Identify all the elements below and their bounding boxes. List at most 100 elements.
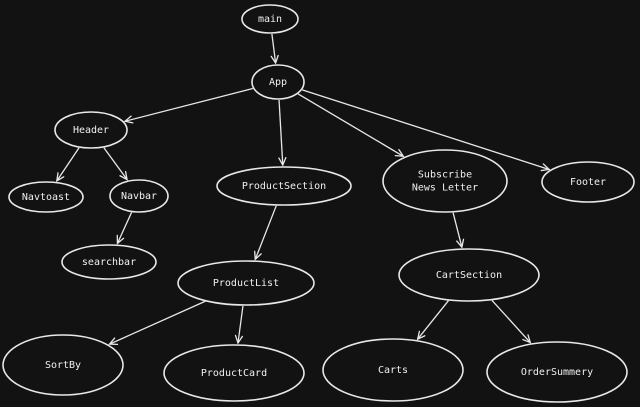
node-ellipse [54, 111, 128, 149]
node-ellipse [382, 149, 508, 213]
edge-line [278, 99, 284, 166]
node-ellipse [322, 338, 464, 402]
node-label: main [258, 14, 282, 25]
edge-app-to-productsection [278, 99, 287, 167]
arrow-head-icon [416, 330, 426, 341]
node-label-line: App [269, 77, 287, 88]
node-label-line: ProductList [213, 278, 279, 289]
node-ellipse [8, 181, 84, 213]
node-ellipse [109, 179, 169, 213]
edge-productlist-to-productcard [234, 305, 244, 345]
node-label-line: CartSection [436, 270, 502, 281]
node-label: ProductSection [242, 181, 326, 192]
node-label-line: Header [73, 125, 109, 136]
node-label-line: ProductSection [242, 181, 326, 192]
arrow-head-icon [123, 115, 134, 124]
node-label: ProductCard [201, 368, 267, 379]
node-label-line: News Letter [412, 182, 478, 193]
node-label: CartSection [436, 270, 502, 281]
arrow-head-icon [522, 334, 532, 344]
edge-line [491, 299, 531, 343]
node-label: App [269, 77, 287, 88]
node-ellipse [216, 166, 352, 206]
node-carts: Carts [322, 338, 464, 402]
node-ordersummery: OrderSummery [486, 341, 628, 403]
edge-line [297, 93, 404, 157]
node-header: Header [54, 111, 128, 149]
node-label: Footer [570, 177, 606, 188]
node-label-line: Subscribe [418, 169, 472, 180]
node-searchbar: searchbar [61, 244, 157, 280]
node-label: Navtoast [22, 192, 70, 203]
arrow-head-icon [234, 334, 244, 345]
node-label-line: ProductCard [201, 368, 267, 379]
edge-line [271, 33, 277, 64]
node-cartsection: CartSection [398, 248, 540, 302]
edge-header-to-navbar [103, 147, 128, 181]
edge-line [237, 305, 244, 344]
edge-cartsection-to-ordersummery [491, 299, 532, 344]
edge-line [109, 300, 206, 345]
node-ellipse [251, 64, 305, 100]
edge-line [302, 89, 550, 171]
node-app: App [251, 64, 305, 100]
edge-line [116, 212, 133, 244]
node-main: main [241, 4, 299, 34]
node-ellipse [541, 161, 635, 203]
edge-main-to-app [270, 33, 279, 65]
edge-line [254, 205, 277, 260]
node-label-line: SortBy [45, 360, 81, 371]
node-label-line: main [258, 14, 282, 25]
node-productcard: ProductCard [163, 344, 305, 402]
node-label-line: searchbar [82, 257, 136, 268]
node-label: OrderSummery [521, 367, 593, 378]
edge-subscribe-to-cartsection [452, 212, 465, 249]
node-label-line: Navtoast [22, 192, 70, 203]
node-ellipse [177, 260, 315, 306]
node-label: ProductList [213, 278, 279, 289]
edge-productlist-to-sortby [108, 300, 206, 346]
node-label: Header [73, 125, 109, 136]
arrow-head-icon [456, 238, 465, 249]
edges-layer [56, 33, 551, 346]
node-ellipse [2, 334, 124, 396]
node-ellipse [486, 341, 628, 403]
edge-navbar-to-searchbar [116, 212, 133, 245]
arrow-head-icon [119, 171, 128, 181]
edge-app-to-subscribe [297, 93, 405, 158]
arrow-head-icon [254, 250, 262, 261]
edge-line [124, 87, 253, 122]
arrow-head-icon [108, 337, 119, 346]
node-productlist: ProductList [177, 260, 315, 306]
arrow-head-icon [394, 148, 405, 158]
edge-cartsection-to-carts [416, 300, 449, 341]
edge-app-to-header [123, 87, 253, 124]
node-footer: Footer [541, 161, 635, 203]
node-label: SortBy [45, 360, 81, 371]
node-productsection: ProductSection [216, 166, 352, 206]
node-label-line: OrderSummery [521, 367, 593, 378]
arrow-head-icon [116, 234, 125, 245]
edge-line [103, 147, 128, 180]
node-navtoast: Navtoast [8, 181, 84, 213]
edge-line [452, 212, 463, 248]
edge-productsection-to-productlist [254, 205, 277, 261]
node-label-line: Carts [378, 365, 408, 376]
edge-header-to-navtoast [56, 147, 80, 183]
arrow-head-icon [278, 156, 287, 167]
node-label: searchbar [82, 257, 136, 268]
node-label-line: Footer [570, 177, 606, 188]
edge-line [417, 300, 449, 340]
node-label-line: Navbar [121, 191, 157, 202]
arrow-head-icon [56, 172, 65, 183]
arrow-head-icon [270, 54, 279, 65]
node-ellipse [163, 344, 305, 402]
edge-line [56, 147, 80, 182]
node-sortby: SortBy [2, 334, 124, 396]
node-label: Navbar [121, 191, 157, 202]
edge-app-to-footer [302, 89, 551, 172]
